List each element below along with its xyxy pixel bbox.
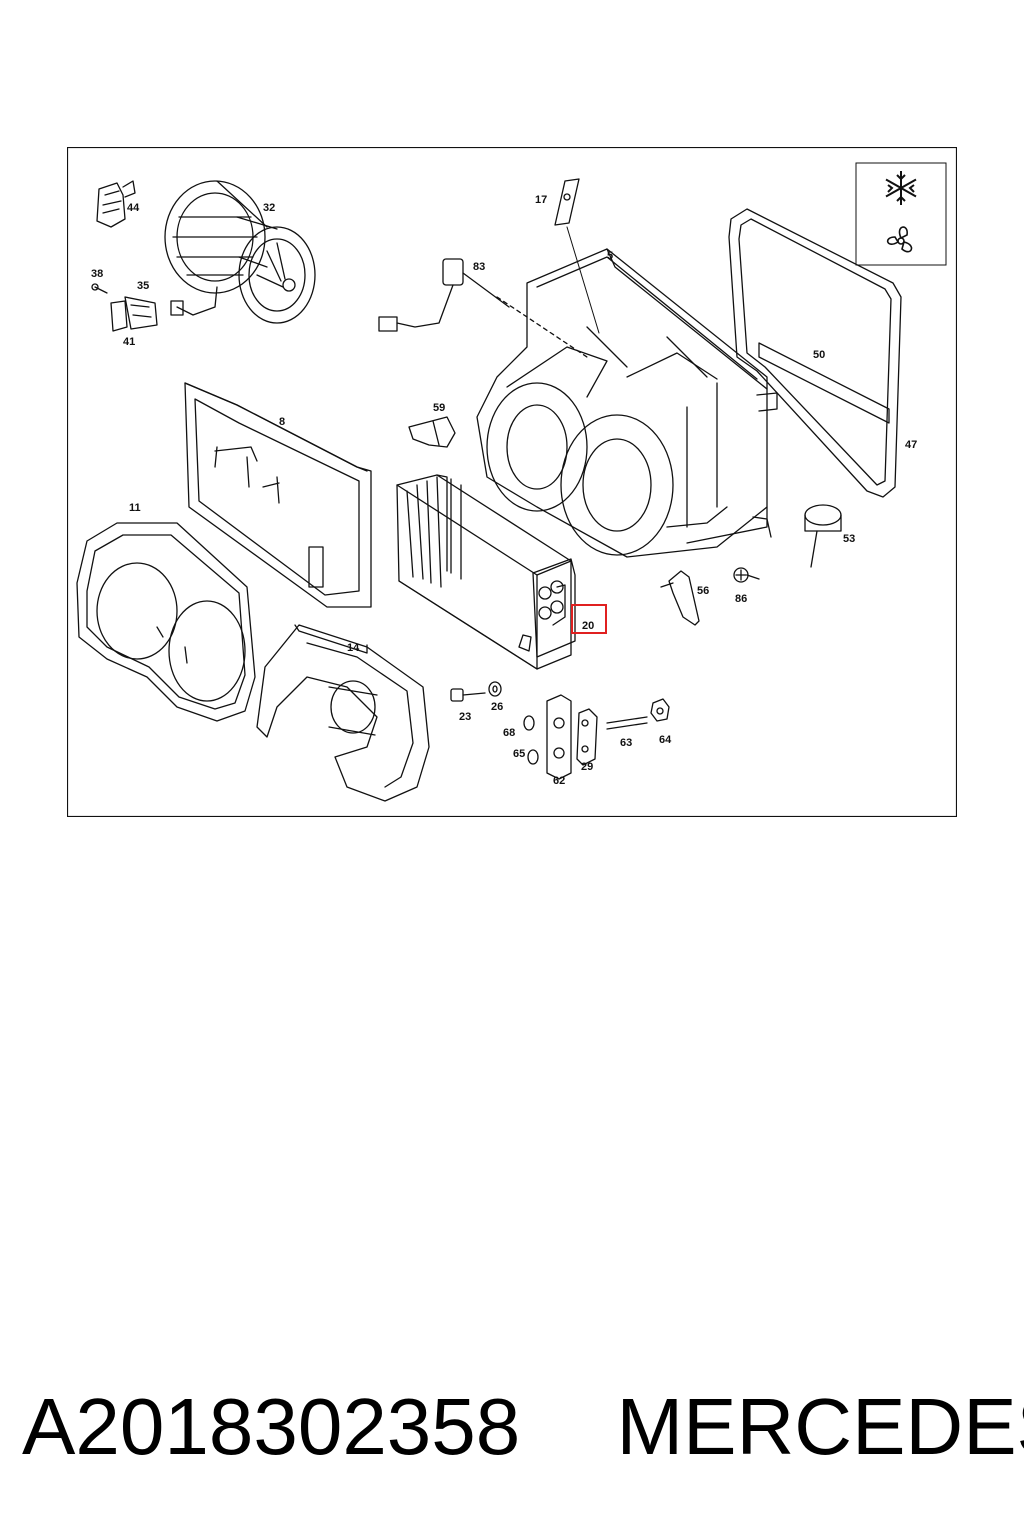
part-35-41-bracket — [110, 296, 158, 332]
callout-label: 41 — [123, 336, 135, 348]
part-26-washer — [488, 681, 502, 697]
fan-icon — [886, 226, 913, 253]
callout-label: 29 — [581, 761, 593, 773]
part-59-connector — [408, 416, 456, 448]
callout-label: 86 — [735, 593, 747, 605]
part-17-bracket — [554, 178, 600, 334]
callout-label: 23 — [459, 711, 471, 723]
part-53-actuator — [804, 504, 842, 568]
callout-label: 62 — [553, 775, 565, 787]
callout-label: 83 — [473, 261, 485, 273]
callout-label: 14 — [347, 642, 360, 654]
part-50-seal-strip — [758, 342, 890, 424]
part-83-temperature-sensor — [378, 258, 588, 358]
part-68-65-washers — [523, 715, 539, 765]
part-56-sensor — [660, 570, 700, 626]
exploded-parts-diagram: 44 32 38 35 41 83 17 5 50 47 8 59 11 14 … — [67, 147, 957, 817]
callout-label: 38 — [91, 268, 103, 280]
callout-label: 5 — [607, 250, 613, 262]
callout-label: 26 — [491, 701, 503, 713]
part-14-damper — [256, 624, 430, 802]
caption: A2018302358 MERCEDES — [22, 1372, 1024, 1482]
callout-label: 20 — [582, 620, 594, 632]
callout-label: 59 — [433, 402, 445, 414]
part-5-heater-housing — [476, 248, 778, 558]
brand-name: MERCEDES — [616, 1382, 1024, 1471]
diagram-border — [67, 147, 957, 817]
callout-label: 17 — [535, 194, 547, 206]
part-47-gasket — [728, 208, 902, 498]
callout-label: 35 — [137, 280, 149, 292]
callout-label: 65 — [513, 748, 525, 760]
legend-box — [855, 162, 947, 266]
part-8-housing-cover — [184, 382, 372, 608]
callout-label: 11 — [129, 502, 141, 514]
part-86-screw — [733, 567, 760, 583]
part-64-nut — [650, 698, 670, 722]
diagram-svg: 44 32 38 35 41 83 17 5 50 47 8 59 11 14 … — [67, 147, 957, 817]
snowflake-icon — [885, 171, 917, 205]
part-62-expansion-valve — [546, 694, 572, 780]
part-38-screw — [91, 283, 108, 294]
part-number: A2018302358 — [22, 1382, 521, 1471]
highlight-box-20 — [571, 604, 607, 634]
part-20-evaporator-core — [396, 474, 576, 670]
callout-label: 68 — [503, 727, 515, 739]
part-63-stud — [606, 716, 648, 730]
part-29-gasket — [576, 708, 598, 766]
callout-label: 53 — [843, 533, 855, 545]
part-32-blower-motor — [164, 180, 316, 324]
callout-label: 44 — [127, 202, 140, 214]
part-11-duct-housing — [76, 522, 256, 722]
callout-label: 50 — [813, 349, 825, 361]
callout-label: 56 — [697, 585, 709, 597]
callout-label: 64 — [659, 734, 672, 746]
callout-label: 32 — [263, 202, 275, 214]
part-23-bolt — [450, 688, 486, 702]
callout-labels: 44 32 38 35 41 83 17 5 50 47 8 59 11 14 … — [91, 194, 917, 787]
callout-label: 8 — [279, 416, 285, 428]
callout-label: 47 — [905, 439, 917, 451]
callout-label: 63 — [620, 737, 632, 749]
part-44-clip — [96, 180, 136, 228]
